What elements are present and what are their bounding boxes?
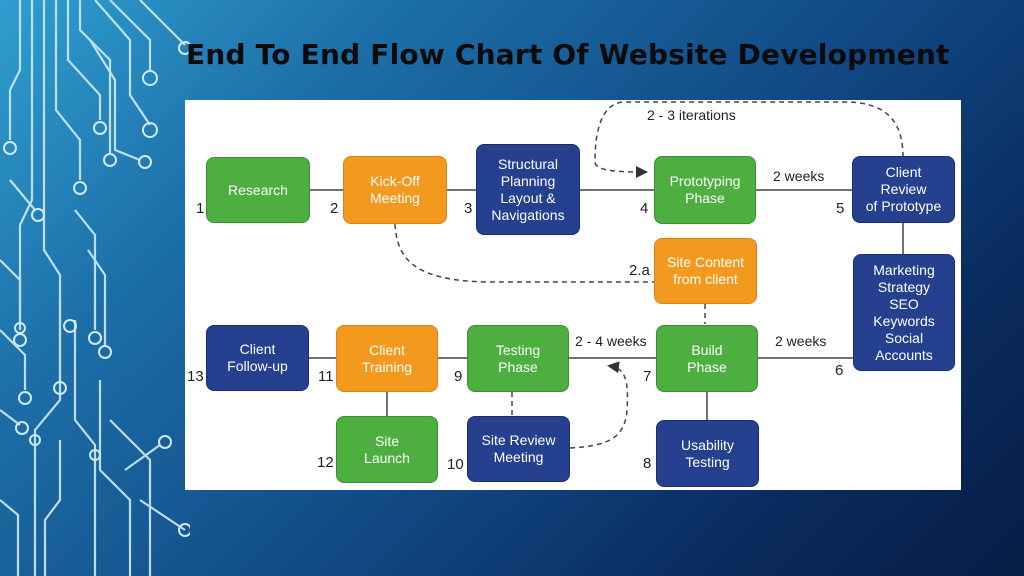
step-number-1: 1: [196, 200, 205, 217]
flowchart-connectors: [309, 101, 904, 449]
node-site-review-meeting: Site Review Meeting: [467, 416, 570, 482]
node-client-review: Client Review of Prototype: [852, 156, 955, 223]
step-number-4: 4: [640, 200, 649, 217]
step-number-6: 6: [835, 362, 844, 379]
step-number-8: 8: [643, 455, 652, 472]
node-prototyping-phase: Prototyping Phase: [654, 156, 756, 224]
node-kickoff-meeting: Kick-Off Meeting: [343, 156, 447, 224]
step-number-10: 10: [447, 456, 464, 473]
step-number-9: 9: [454, 368, 463, 385]
step-number-7: 7: [643, 368, 652, 385]
edge-iterations-loop: [594, 101, 904, 178]
node-build-phase: Build Phase: [656, 325, 758, 392]
step-number-5: 5: [836, 200, 845, 217]
step-number-11: 11: [318, 368, 334, 385]
node-structural-planning: Structural Planning Layout & Navigations: [476, 144, 580, 235]
step-number-2: 2: [330, 200, 339, 217]
label-two-weeks-top: 2 weeks: [773, 168, 825, 184]
node-testing-phase: Testing Phase: [467, 325, 569, 392]
node-client-training: Client Training: [336, 325, 438, 392]
node-site-launch: Site Launch: [336, 416, 438, 483]
label-two-weeks-mid: 2 weeks: [775, 333, 827, 349]
step-number-13: 13: [187, 368, 204, 385]
slide-title: End To End Flow Chart Of Website Develop…: [186, 38, 950, 71]
node-marketing-strategy: Marketing Strategy SEO Keywords Social A…: [853, 254, 955, 371]
step-number-12: 12: [317, 454, 334, 471]
step-number-2a: 2.a: [629, 262, 650, 279]
edge-kickoff-sitecontent: [394, 223, 654, 283]
node-research: Research: [206, 157, 310, 223]
step-number-3: 3: [464, 200, 473, 217]
node-site-content: Site Content from client: [654, 238, 757, 304]
edge-review-loop: [569, 361, 629, 449]
node-usability-testing: Usability Testing: [656, 420, 759, 487]
circuit-decoration: [0, 0, 190, 576]
node-client-followup: Client Follow-up: [206, 325, 309, 391]
flowchart-panel: Research Kick-Off Meeting Structural Pla…: [185, 100, 961, 490]
label-iterations: 2 - 3 iterations: [647, 107, 736, 123]
label-two-four-weeks: 2 - 4 weeks: [575, 333, 647, 349]
